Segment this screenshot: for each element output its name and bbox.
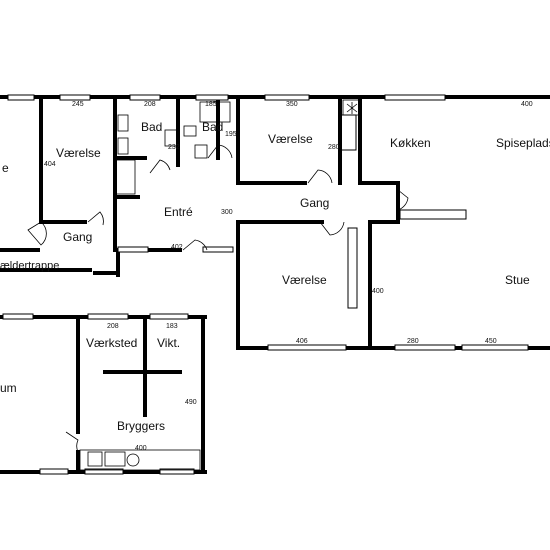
room-label-gang-mid: Gang: [300, 196, 329, 210]
room-label-stue: Stue: [505, 273, 530, 287]
room-label-entre: Entré: [164, 205, 193, 219]
dim-label-400-bottom: 400: [135, 445, 147, 452]
dim-label-350: 350: [286, 101, 298, 108]
room-label-left-edge: e: [2, 161, 9, 175]
utility-fixtures: [79, 449, 201, 471]
kitchen-fixtures: [342, 99, 362, 116]
room-label-gang-left: Gang: [63, 230, 92, 244]
room-label-vikt: Vikt.: [157, 336, 180, 350]
dim-label-450: 450: [485, 338, 497, 345]
dim-label-400-top: 400: [521, 101, 533, 108]
bathroom-fixtures: [114, 101, 231, 195]
windows: [2, 94, 529, 475]
dim-label-490: 490: [185, 399, 197, 406]
dim-label-195: 195: [225, 131, 237, 138]
dim-label-183: 183: [166, 323, 178, 330]
dim-label-404: 404: [44, 161, 56, 168]
dim-label-300: 300: [221, 209, 233, 216]
room-label-spiseplads: Spiseplads: [496, 136, 550, 150]
room-labels: e Værelse Bad Bad Værelse Køkken Spisepl…: [0, 120, 550, 433]
dimension-labels: 245 208 185 350 400 404 232 195 280 300 …: [44, 101, 533, 452]
room-label-kaeldertrappe: ældertrappe: [0, 260, 59, 272]
dim-label-185: 185: [205, 101, 217, 108]
dim-label-208-bottom: 208: [107, 323, 119, 330]
dim-label-245: 245: [72, 101, 84, 108]
room-label-koekken: Køkken: [390, 136, 431, 150]
room-label-vaerelse-3: Værelse: [282, 273, 327, 287]
room-label-lower-left: um: [0, 381, 17, 395]
room-label-bad-2: Bad: [202, 120, 223, 134]
dim-label-406: 406: [296, 338, 308, 345]
dim-label-280-mid: 280: [328, 144, 340, 151]
dim-label-400-side: 400: [372, 288, 384, 295]
room-label-vaerksted: Værksted: [86, 336, 137, 350]
dim-label-402: 402: [171, 244, 183, 251]
dim-label-280-bottom: 280: [407, 338, 419, 345]
room-label-bryggers: Bryggers: [117, 419, 165, 433]
room-label-vaerelse-2: Værelse: [268, 132, 313, 146]
doors: [27, 144, 409, 453]
room-label-vaerelse-1: Værelse: [56, 146, 101, 160]
dim-label-208-top: 208: [144, 101, 156, 108]
room-label-bad-1: Bad: [141, 120, 162, 134]
dim-label-232: 232: [168, 144, 180, 151]
